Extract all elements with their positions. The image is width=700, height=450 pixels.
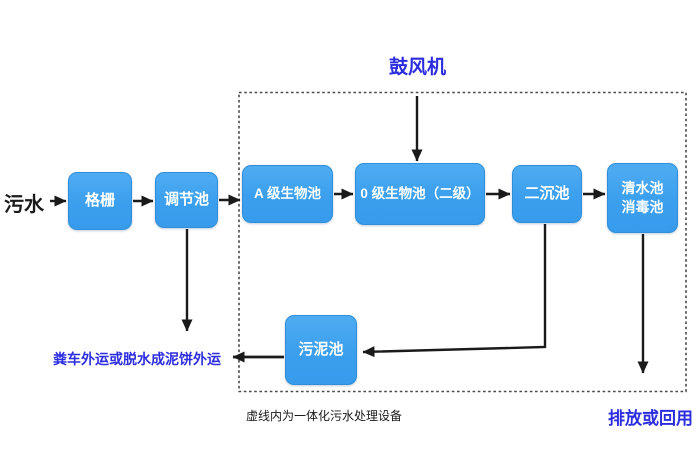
node-sludge-tank-label: 污泥池 <box>298 340 344 358</box>
dashed-box-caption: 虚线内为一体化污水处理设备 <box>246 409 403 423</box>
node-clearwater-disinfection-tank: 清水池 消毒池 <box>607 163 678 233</box>
node-grille-label: 格栅 <box>84 191 115 209</box>
node-disinfection-tank-label: 消毒池 <box>621 199 664 215</box>
node-clearwater-tank-label: 清水池 <box>621 180 664 197</box>
discharge-label: 排放或回用 <box>608 409 693 428</box>
node-o-level-bio-tank: 0 级生物池（二级） <box>355 163 485 225</box>
node-regulating-tank-label: 调节池 <box>163 190 209 208</box>
node-a-level-bio-tank-label: A 级生物池 <box>254 185 321 201</box>
blower-label: 鼓风机 <box>389 57 447 78</box>
node-secondary-sedimentation-tank: 二沉池 <box>512 165 582 223</box>
influent-label: 污水 <box>4 194 44 216</box>
node-secondary-sedimentation-tank-label: 二沉池 <box>524 184 570 202</box>
node-regulating-tank: 调节池 <box>155 172 218 228</box>
node-a-level-bio-tank: A 级生物池 <box>242 165 333 223</box>
node-sludge-tank: 污泥池 <box>285 315 357 385</box>
node-grille: 格栅 <box>68 172 132 230</box>
node-o-level-bio-tank-label: 0 级生物池（二级） <box>360 185 480 201</box>
sludge-disposal-label: 粪车外运或脱水成泥饼外运 <box>53 351 221 367</box>
connector-sed-to-sludge <box>362 224 547 358</box>
